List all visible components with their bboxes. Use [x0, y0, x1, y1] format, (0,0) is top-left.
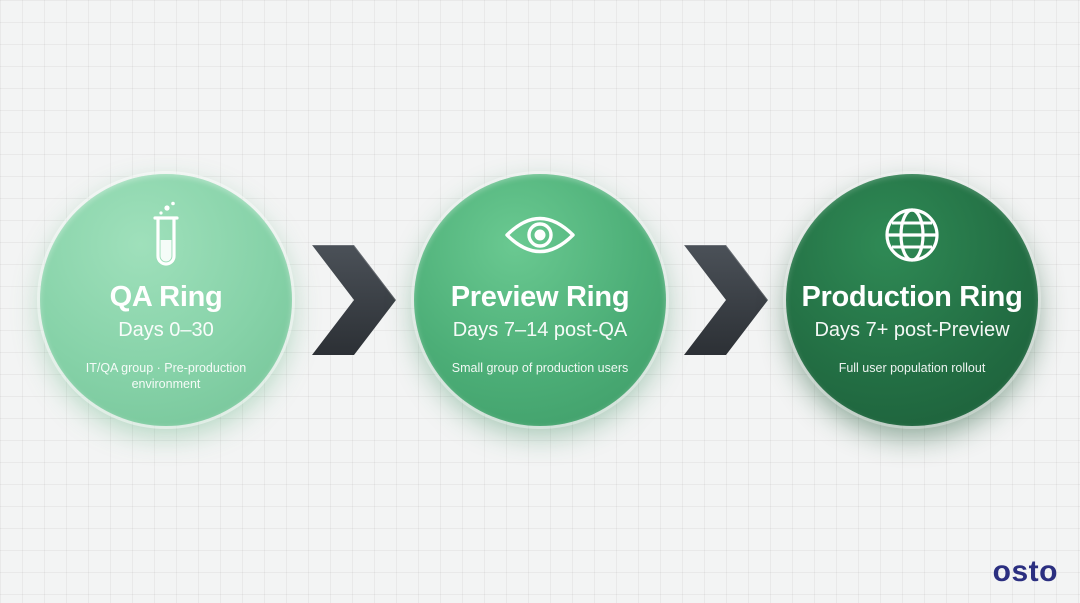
- stage-description: IT/QA group · Pre-production environment: [85, 361, 247, 391]
- stage-period: Days 7+ post-Preview: [814, 319, 1010, 341]
- stage-title: Production Ring: [801, 281, 1023, 313]
- brand-logo: osto: [992, 555, 1058, 588]
- qa-ring-stage: QA Ring Days 0–30 IT/QA group · Pre-prod…: [40, 174, 292, 426]
- stage-period: Days 0–30: [118, 319, 214, 341]
- stage-description: Small group of production users: [451, 361, 629, 375]
- stage-title: Preview Ring: [450, 281, 630, 313]
- eye-icon: [505, 216, 575, 254]
- stage-description: Full user population rollout: [838, 361, 986, 375]
- globe-icon: [885, 208, 939, 262]
- stage-title: QA Ring: [109, 281, 223, 313]
- test-tube-icon: [153, 201, 179, 266]
- preview-ring-stage: Preview Ring Days 7–14 post-QA Small gro…: [414, 174, 666, 426]
- production-ring-stage: Production Ring Days 7+ post-Preview Ful…: [786, 174, 1038, 426]
- stage-period: Days 7–14 post-QA: [452, 319, 628, 341]
- chevron-right-icon: [684, 244, 769, 355]
- chevron-right-icon: [312, 244, 397, 355]
